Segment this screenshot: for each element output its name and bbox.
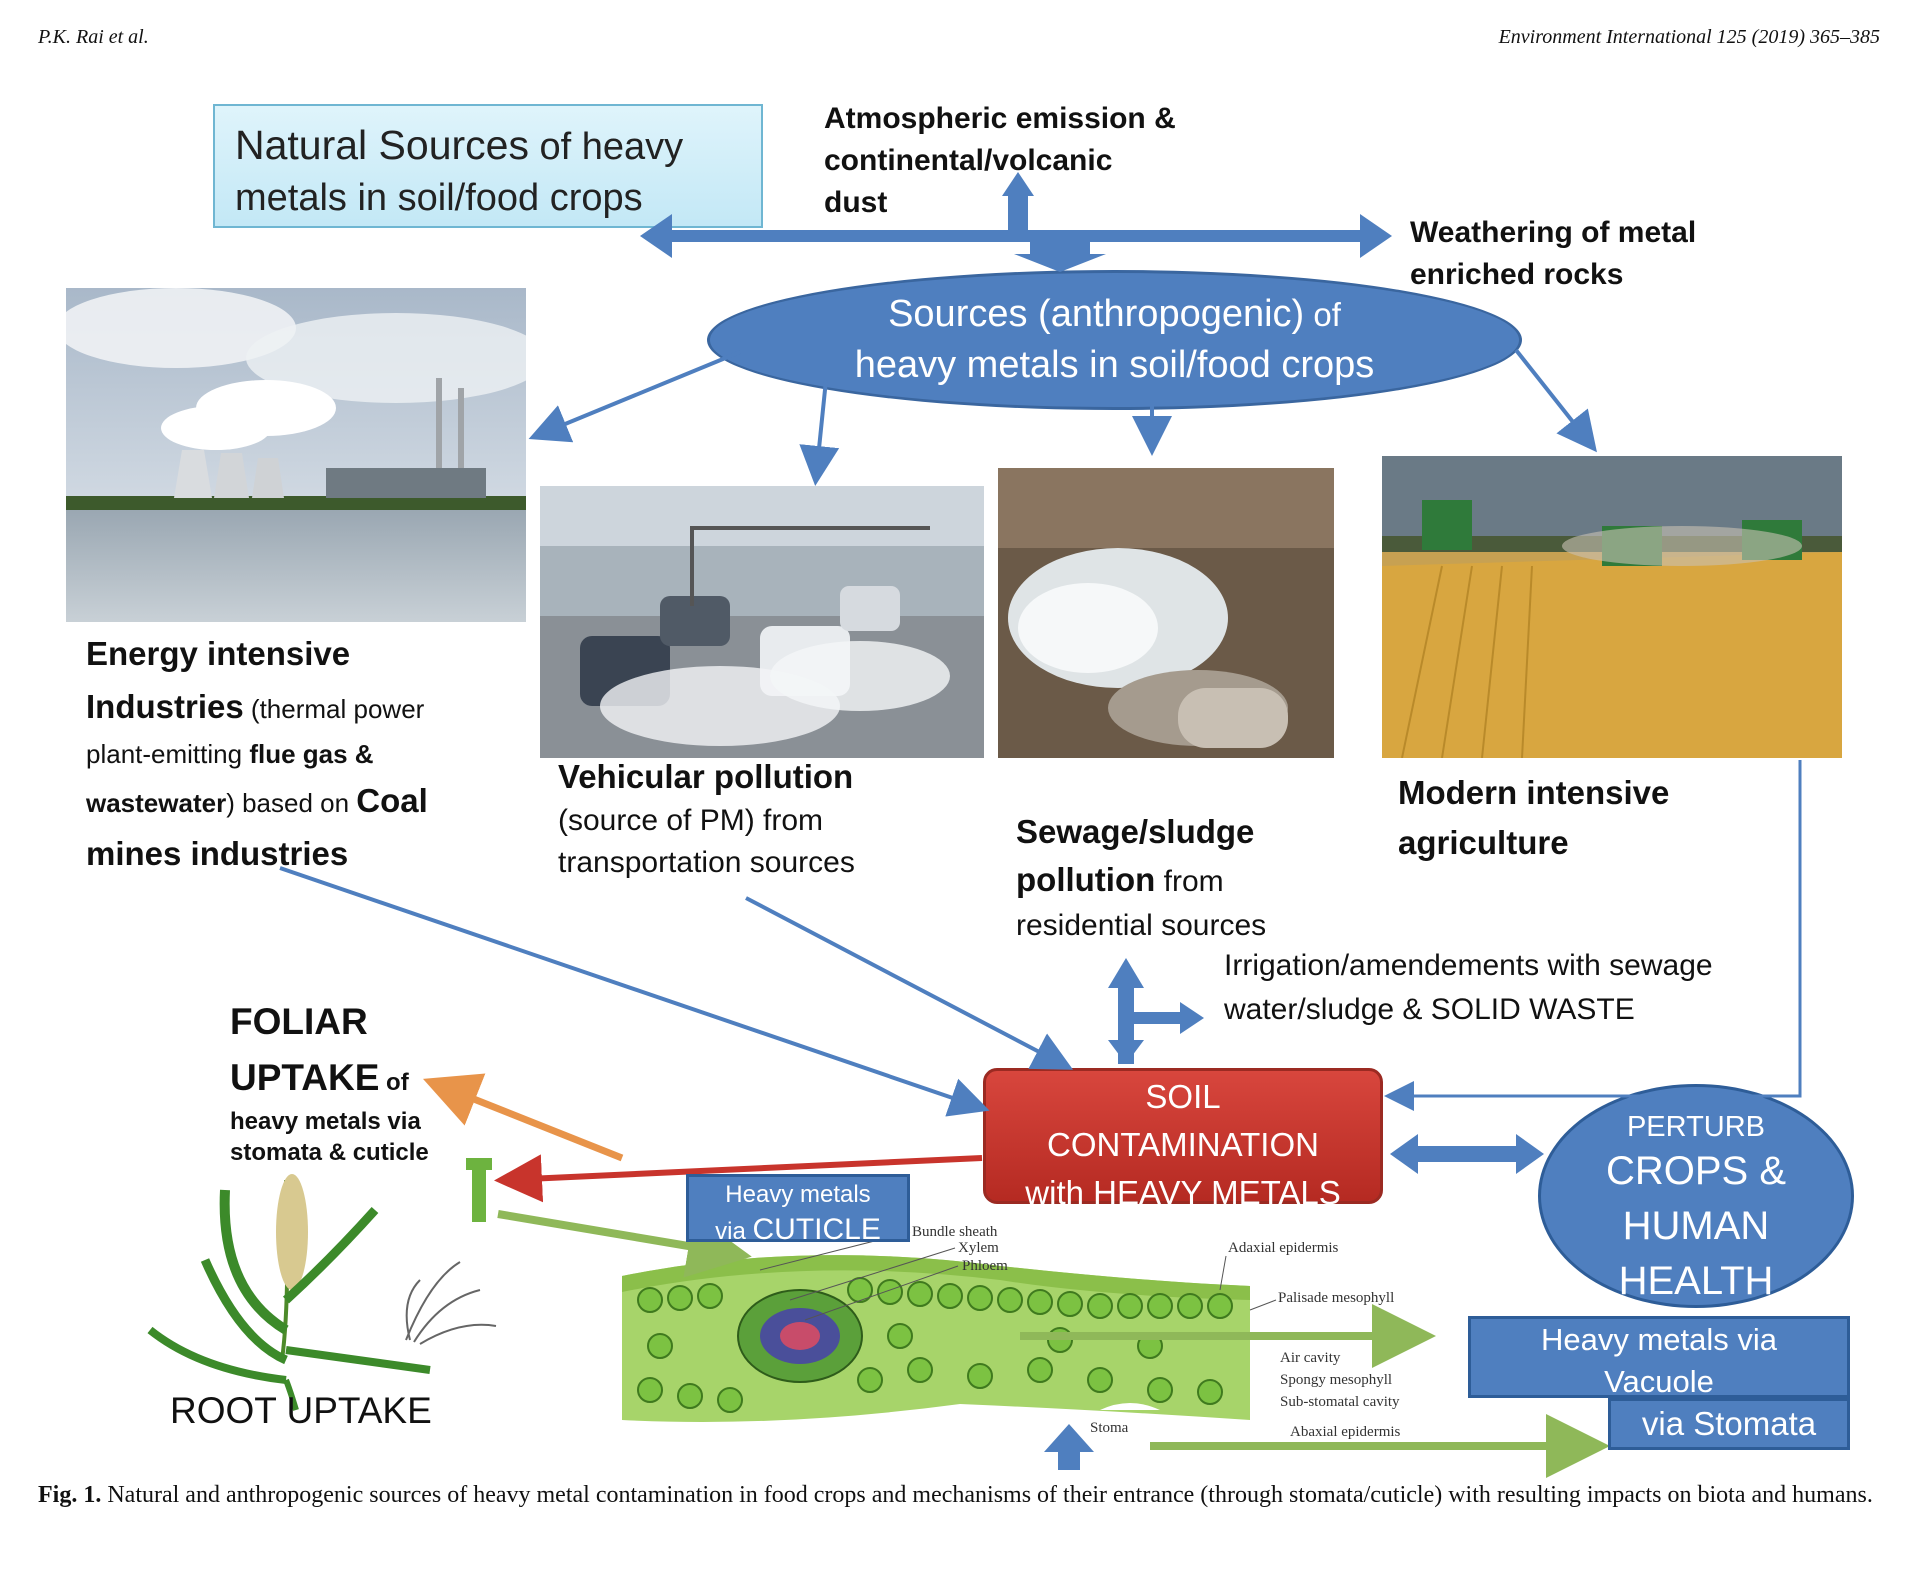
leaf-label-phloem: Phloem [962, 1258, 1008, 1274]
vacuole-line2: Vacuole [1604, 1363, 1714, 1399]
soil-line2: CONTAMINATION [1047, 1125, 1319, 1163]
atmospheric-line3: dust [824, 186, 888, 219]
natural-sources-rest: of heavy [528, 126, 684, 168]
perturb-line3: HUMAN [1622, 1204, 1770, 1249]
vehicular-line2: (source of PM) from [558, 804, 824, 838]
cuticle-line1: Heavy metals [725, 1181, 871, 1208]
leaf-label-bundle-sheath: Bundle sheath [912, 1224, 998, 1240]
caption-fig: Fig. 1. [38, 1482, 102, 1508]
vehicular-line1: Vehicular pollution [558, 758, 854, 795]
weathering-line2: enriched rocks [1410, 258, 1624, 291]
agriculture-label: Modern intensive agriculture [1398, 768, 1669, 867]
cuticle-via: via [715, 1218, 753, 1246]
leaf-label-air-cavity: Air cavity [1280, 1350, 1341, 1366]
energy-based-on: ) based on [226, 788, 357, 819]
energy-wastewater: wastewater [86, 788, 227, 819]
root-uptake-label: ROOT UPTAKE [170, 1390, 432, 1431]
irrigation-line2: water/sludge & SOLID WASTE [1224, 992, 1635, 1026]
foliar-uptake-label: FOLIAR UPTAKE of heavy metals via stomat… [230, 998, 429, 1169]
foliar-line4: stomata & cuticle [230, 1139, 429, 1167]
perturb-line1: PERTURB [1626, 1111, 1766, 1143]
energy-coal: Coal [356, 782, 428, 820]
natural-sources-strong: Natural Sources [235, 122, 529, 168]
leaf-label-adaxial: Adaxial epidermis [1228, 1240, 1339, 1256]
caption-text: Natural and anthropogenic sources of hea… [101, 1482, 1873, 1508]
sewage-line3: residential sources [1016, 908, 1267, 942]
irrigation-label: Irrigation/amendements with sewage water… [1224, 944, 1713, 1031]
soil-line3: with HEAVY METALS [1025, 1173, 1341, 1211]
agriculture-line1: Modern intensive [1398, 774, 1670, 811]
anthropogenic-line2: heavy metals in soil/food crops [854, 344, 1375, 387]
sewage-line1: Sewage/sludge [1016, 813, 1255, 850]
vehicular-label: Vehicular pollution (source of PM) from … [558, 754, 855, 884]
soil-line1: SOIL [1145, 1078, 1221, 1115]
foliar-line1: FOLIAR [230, 1001, 368, 1042]
agriculture-line2: agriculture [1398, 823, 1569, 861]
atmospheric-line2: continental/volcanic [824, 144, 1113, 177]
energy-flue-gas: flue gas & [249, 738, 374, 769]
plant-illustration [147, 1174, 497, 1411]
vehicular-line3: transportation sources [558, 846, 855, 880]
sewage-label: Sewage/sludge pollution from residential… [1016, 808, 1266, 947]
cuticle-word: CUTICLE [752, 1213, 881, 1247]
header-authors: P.K. Rai et al. [38, 26, 149, 48]
atmospheric-label: Atmospheric emission & continental/volca… [824, 98, 1176, 224]
perturb-line4: HEALTH [1618, 1259, 1774, 1304]
cuticle-box: Heavy metals via CUTICLE [686, 1174, 910, 1246]
header-journal: Environment International 125 (2019) 365… [1498, 26, 1880, 48]
energy-plant-emitting: plant-emitting [86, 738, 250, 769]
energy-line5: mines industries [86, 834, 349, 872]
foliar-line3: heavy metals via [230, 1108, 421, 1136]
anthropogenic-of: of [1304, 296, 1341, 333]
irrigation-line1: Irrigation/amendements with sewage [1224, 949, 1713, 982]
stomata-box: via Stomata [1608, 1398, 1850, 1450]
soil-contamination-box: SOIL CONTAMINATION with HEAVY METALS [983, 1068, 1383, 1211]
atmospheric-line1: Atmospheric emission & [824, 102, 1176, 135]
sewage-from: from [1155, 864, 1224, 898]
leaf-label-palisade: Palisade mesophyll [1278, 1290, 1394, 1306]
figure-caption: Fig. 1. Natural and anthropogenic source… [38, 1478, 1880, 1513]
leaf-label-spongy: Spongy mesophyll [1280, 1372, 1392, 1388]
foliar-of: of [379, 1069, 409, 1097]
leaf-label-abaxial: Abaxial epidermis [1290, 1424, 1401, 1440]
perturb-health-ellipse: PERTURB CROPS & HUMAN HEALTH [1538, 1084, 1854, 1308]
traffic-photo [540, 486, 984, 758]
weathering-line1: Weathering of metal [1410, 216, 1697, 249]
leaf-label-sub-stomatal: Sub-stomatal cavity [1280, 1394, 1400, 1410]
weathering-label: Weathering of metal enriched rocks [1410, 212, 1696, 296]
agriculture-photo [1382, 456, 1842, 758]
sewage-pollution: pollution [1016, 860, 1156, 898]
anthropogenic-sources-ellipse: Sources (anthropogenic) of heavy metals … [707, 270, 1522, 410]
natural-sources-box: Natural Sources of heavy metals in soil/… [213, 104, 763, 228]
vacuole-box: Heavy metals via Vacuole [1468, 1316, 1850, 1399]
foliar-uptake: UPTAKE [230, 1057, 380, 1099]
perturb-line2: CROPS & [1605, 1149, 1787, 1193]
natural-sources-line2: metals in soil/food crops [235, 177, 643, 220]
vacuole-line1: Heavy metals via [1540, 1322, 1778, 1357]
leaf-label-stoma: Stoma [1090, 1420, 1129, 1436]
power-plant-photo [66, 288, 526, 622]
energy-line1: Energy intensive [86, 635, 351, 672]
sewage-photo [998, 468, 1334, 758]
anthropogenic-strong: Sources (anthropogenic) [888, 293, 1305, 335]
leaf-label-xylem: Xylem [958, 1240, 999, 1256]
leaf-cross-section [622, 1255, 1250, 1422]
energy-industries: Industries [86, 687, 244, 725]
energy-thermal: (thermal power [243, 693, 425, 724]
energy-industries-label: Energy intensive Industries (thermal pow… [86, 628, 428, 881]
